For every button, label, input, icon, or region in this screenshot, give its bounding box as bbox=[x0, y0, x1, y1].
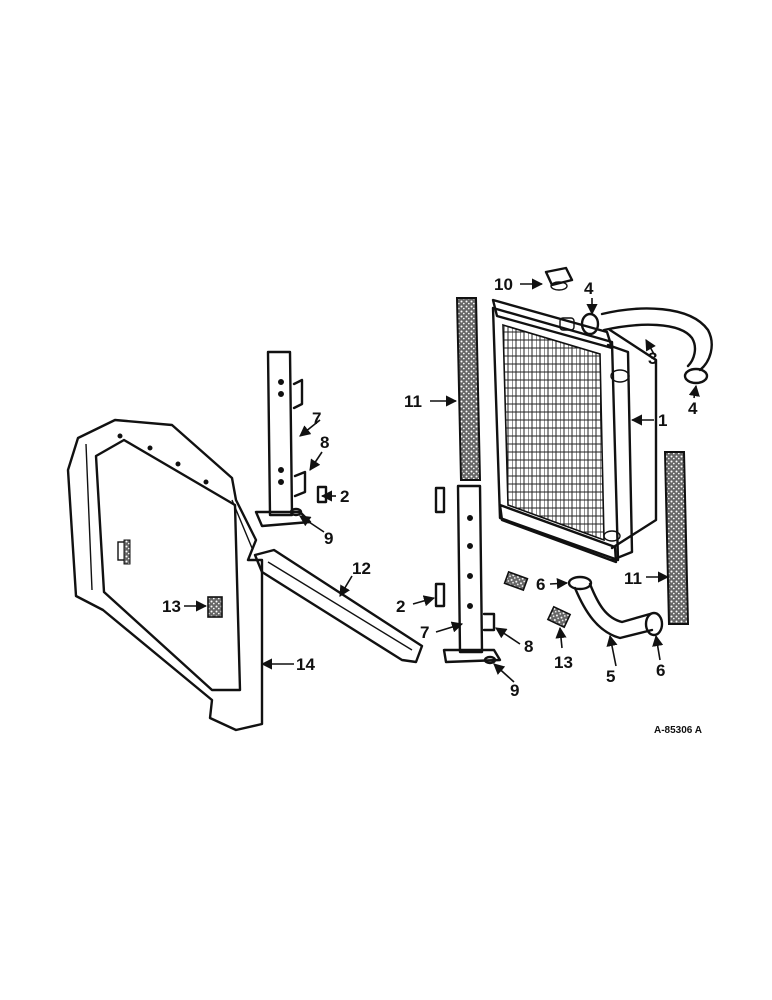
callout-12: 12 bbox=[352, 559, 371, 578]
callout-8-left: 8 bbox=[320, 433, 329, 452]
callout-10: 10 bbox=[494, 275, 513, 294]
side-brace bbox=[253, 548, 424, 664]
callout-9-left: 9 bbox=[324, 529, 333, 548]
callout-5: 5 bbox=[606, 667, 615, 686]
callout-6-left: 6 bbox=[536, 575, 545, 594]
nut-right bbox=[483, 655, 497, 665]
callouts: 1 2 2 3 4 4 5 6 6 7 7 8 8 9 9 10 11 11 1… bbox=[162, 275, 698, 700]
pad-lower bbox=[546, 605, 572, 629]
hose-clamp-lower-b bbox=[644, 611, 664, 637]
callout-7-left: 7 bbox=[312, 409, 321, 428]
callout-11-left: 11 bbox=[404, 392, 422, 411]
bolt-right-lower bbox=[434, 582, 446, 608]
pad-grille bbox=[207, 596, 223, 618]
pad-upper bbox=[503, 570, 529, 592]
bolt-right-upper bbox=[434, 486, 446, 514]
callout-14: 14 bbox=[296, 655, 315, 674]
grille-shell bbox=[66, 418, 264, 732]
callout-6-right: 6 bbox=[656, 661, 665, 680]
radiator bbox=[491, 298, 658, 564]
callout-13-left: 13 bbox=[162, 597, 181, 616]
callout-9-right: 9 bbox=[510, 681, 519, 700]
seal-strip-right bbox=[663, 451, 690, 625]
callout-3: 3 bbox=[648, 349, 657, 368]
callout-11-right: 11 bbox=[624, 569, 642, 588]
callout-13-right: 13 bbox=[554, 653, 573, 672]
callout-2-left: 2 bbox=[340, 487, 349, 506]
callout-7-right: 7 bbox=[420, 623, 429, 642]
bolt-left bbox=[316, 485, 328, 504]
hose-clamp-upper-b bbox=[683, 367, 709, 385]
hose-clamp-lower-a bbox=[567, 575, 593, 591]
seal-strip-left bbox=[455, 297, 482, 481]
leader-lines bbox=[184, 278, 700, 683]
radiator-cap bbox=[544, 266, 574, 291]
figure-reference-code: A-85306 A bbox=[654, 725, 702, 736]
upper-outlet bbox=[610, 369, 630, 383]
support-bracket-left bbox=[254, 350, 312, 528]
support-bracket-right bbox=[442, 484, 502, 664]
hose-clamp-upper-a bbox=[580, 312, 600, 336]
filler-neck bbox=[559, 317, 575, 331]
upper-hose bbox=[600, 307, 713, 372]
callout-8-right: 8 bbox=[524, 637, 533, 656]
nut-left bbox=[289, 507, 303, 517]
callout-2-right: 2 bbox=[396, 597, 405, 616]
callout-4-right: 4 bbox=[688, 399, 698, 418]
lower-hose bbox=[573, 582, 654, 640]
callout-4-top: 4 bbox=[584, 279, 594, 298]
callout-1: 1 bbox=[658, 411, 667, 430]
lower-outlet bbox=[603, 530, 621, 542]
